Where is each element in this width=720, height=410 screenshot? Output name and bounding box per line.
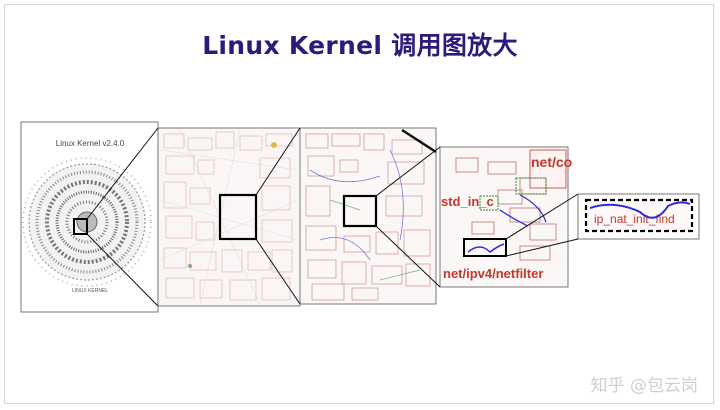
panel-4-label-netco: net/co [531, 154, 572, 170]
zoom-box-1 [73, 218, 88, 235]
panel-1-footer: LINUX KERNEL [72, 288, 108, 294]
panel-5-zoom: ip_nat_init_find [577, 193, 700, 240]
panel-3-callgraph [299, 127, 437, 305]
panel-4-label-netfilter: net/ipv4/netfilter [443, 266, 543, 281]
panel-4-callgraph: net/co std_in_c net/ipv4/netfilter [439, 146, 572, 288]
panel-1-label: Linux Kernel v2.4.0 [56, 139, 125, 148]
zoom-box-4 [463, 238, 507, 257]
panel-2-callgraph [157, 127, 301, 307]
zoom-box-2 [218, 193, 258, 241]
zoom-connectors [86, 127, 579, 307]
panel-4-label-stdin: std_in_c [441, 194, 494, 209]
panel-1-kernel-circle: Linux Kernel v2.4.0 LINUX KERNEL [20, 121, 159, 313]
slide-frame [4, 4, 714, 404]
zoom-box-3 [342, 194, 378, 228]
panel-5-label: ip_nat_init_find [594, 212, 675, 226]
page-title: Linux Kernel 调用图放大 [202, 31, 518, 60]
watermark: 知乎 @包云岗 [590, 376, 698, 396]
